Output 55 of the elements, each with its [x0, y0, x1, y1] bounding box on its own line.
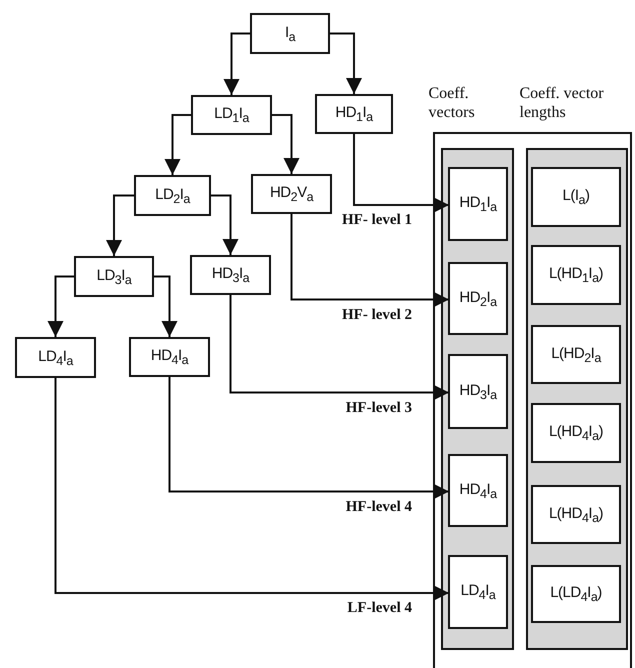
arrow — [54, 378, 449, 601]
process-box — [448, 555, 508, 629]
column-heading: Coeff. vector lengths — [520, 84, 605, 122]
node-label: LD$_{4}$I$_{a}$ — [38, 348, 73, 368]
node-label: L(HD$_{4}$I$_{a}$) — [548, 423, 604, 443]
process-box — [250, 13, 330, 54]
node-label: HD$_{3}$I$_{a}$ — [212, 265, 250, 285]
process-box — [191, 95, 272, 135]
process-box — [531, 325, 621, 384]
process-box — [448, 354, 508, 429]
process-box — [531, 245, 621, 305]
process-box — [190, 255, 271, 295]
node-label: HD$_{1}$I$_{a}$ — [459, 194, 497, 214]
arrow — [106, 194, 134, 256]
arrow — [224, 32, 250, 95]
node-label: HD$_{3}$I$_{a}$ — [459, 382, 497, 402]
process-box — [448, 262, 508, 335]
node-label: I$_{a}$ — [284, 24, 296, 44]
arrow — [330, 32, 362, 94]
node-label: HD$_{4}$I$_{a}$ — [459, 480, 497, 500]
node-label: LD$_{4}$I$_{a}$ — [460, 582, 496, 602]
node-label: LD$_{3}$I$_{a}$ — [96, 266, 132, 286]
process-box — [134, 175, 211, 216]
arrow — [168, 377, 449, 500]
node-label: HD$_{4}$I$_{a}$ — [150, 347, 188, 367]
process-box — [251, 174, 332, 214]
node-label: LD$_{1}$I$_{a}$ — [214, 105, 249, 125]
arrow — [164, 114, 191, 175]
node-label: HD$_{2}$I$_{a}$ — [459, 288, 497, 308]
node-label: HD$_{1}$I$_{a}$ — [335, 104, 373, 124]
node-label: LD$_{2}$I$_{a}$ — [155, 186, 190, 206]
arrow — [154, 276, 178, 337]
node-label: L(I$_{a}$) — [562, 187, 590, 207]
process-box — [531, 485, 621, 544]
arrow — [353, 134, 449, 213]
arrow — [272, 114, 300, 174]
node-label: HD$_{2}$V$_{a}$ — [270, 184, 314, 204]
node-label: L(HD$_{1}$I$_{a}$) — [548, 265, 604, 285]
process-box — [448, 167, 508, 241]
node-label: L(HD$_{2}$I$_{a}$ — [551, 344, 601, 364]
process-box — [74, 256, 154, 297]
arrow — [211, 194, 238, 255]
process-box — [531, 167, 621, 227]
node-label: L(LD$_{4}$I$_{a}$) — [550, 584, 602, 604]
node-label: L(HD$_{4}$I$_{a}$) — [548, 504, 604, 524]
column-heading: Coeff. vectors — [428, 84, 476, 122]
process-box — [448, 454, 508, 527]
arrow — [290, 214, 449, 308]
process-box — [531, 565, 621, 623]
process-box — [129, 337, 210, 377]
process-box — [531, 403, 621, 463]
process-box — [315, 94, 393, 134]
process-box — [15, 337, 96, 378]
arrow — [230, 295, 449, 400]
arrow — [48, 276, 74, 337]
